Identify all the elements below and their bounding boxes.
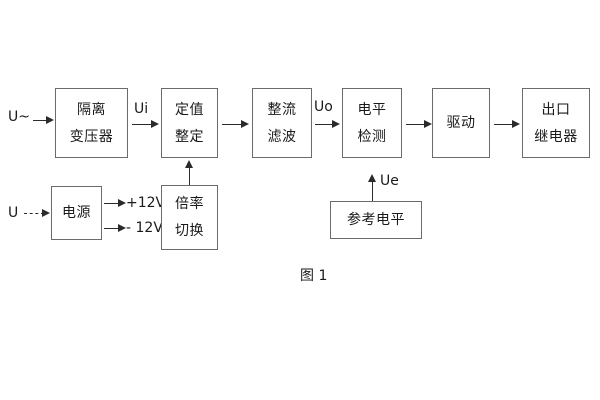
block-output-relay-line-2: 继电器 <box>534 128 578 145</box>
signal-label-uo: Uo <box>314 99 333 115</box>
arrowhead-input-to-power-supply <box>42 209 50 217</box>
rail-label-positive: +12V <box>126 195 166 211</box>
block-level-detection[interactable]: 电平 检测 <box>342 88 402 158</box>
block-output-relay-line-1: 出口 <box>541 101 571 118</box>
block-power-supply-line-1: 电源 <box>62 205 91 221</box>
connector-reference-to-level <box>372 181 373 201</box>
arrowhead-rectify-to-level <box>332 120 340 128</box>
block-isolation-transformer-line-2: 变压器 <box>69 128 114 145</box>
block-setting-value[interactable]: 定值 整定 <box>161 88 218 158</box>
block-power-supply[interactable]: 电源 <box>51 186 102 240</box>
signal-label-ui: Ui <box>134 101 149 117</box>
block-reference-level[interactable]: 参考电平 <box>330 201 422 239</box>
connector-rail-positive <box>104 203 120 204</box>
arrowhead-setting-to-rectify <box>241 120 249 128</box>
arrowhead-isolation-to-setting <box>151 120 159 128</box>
connector-rail-negative <box>104 228 120 229</box>
block-ratio-switch-line-2: 切换 <box>175 223 204 239</box>
connector-isolation-to-setting <box>132 124 152 125</box>
figure-caption: 图 1 <box>300 268 328 284</box>
input-label-u-dc: U <box>8 205 19 221</box>
arrowhead-rail-negative <box>118 224 126 232</box>
block-rectify-filter-line-2: 滤波 <box>267 128 297 145</box>
block-drive[interactable]: 驱动 <box>432 88 490 158</box>
block-output-relay[interactable]: 出口 继电器 <box>522 88 590 158</box>
block-rectify-filter[interactable]: 整流 滤波 <box>252 88 312 158</box>
arrowhead-drive-to-relay <box>512 120 520 128</box>
block-setting-value-line-2: 整定 <box>175 128 204 145</box>
input-label-u-ac: U~ <box>8 109 30 125</box>
connector-level-to-drive <box>406 124 426 125</box>
connector-input-to-isolation <box>33 120 47 121</box>
connector-drive-to-relay <box>494 124 514 125</box>
signal-label-ue: Ue <box>380 173 399 189</box>
connector-setting-to-rectify <box>222 124 242 125</box>
block-level-detection-line-2: 检测 <box>357 128 387 145</box>
block-isolation-transformer-line-1: 隔离 <box>77 101 106 118</box>
block-ratio-switch[interactable]: 倍率 切换 <box>161 185 218 250</box>
arrowhead-reference-to-level <box>368 174 376 182</box>
arrowhead-rail-positive <box>118 199 126 207</box>
rail-label-negative: - 12V <box>126 220 163 236</box>
arrowhead-ratio-switch-to-setting <box>185 160 193 168</box>
connector-input-to-power-supply <box>24 213 44 214</box>
block-setting-value-line-1: 定值 <box>175 101 204 118</box>
connector-ratio-switch-to-setting <box>189 167 190 185</box>
arrowhead-level-to-drive <box>424 120 432 128</box>
block-drive-line-1: 驱动 <box>446 115 476 131</box>
arrowhead-input-to-isolation <box>46 116 54 124</box>
block-rectify-filter-line-1: 整流 <box>267 101 297 118</box>
connector-rectify-to-level <box>315 124 333 125</box>
block-reference-level-line-1: 参考电平 <box>347 212 405 228</box>
block-ratio-switch-line-1: 倍率 <box>175 196 204 212</box>
block-isolation-transformer[interactable]: 隔离 变压器 <box>55 88 128 158</box>
block-level-detection-line-1: 电平 <box>357 101 387 118</box>
